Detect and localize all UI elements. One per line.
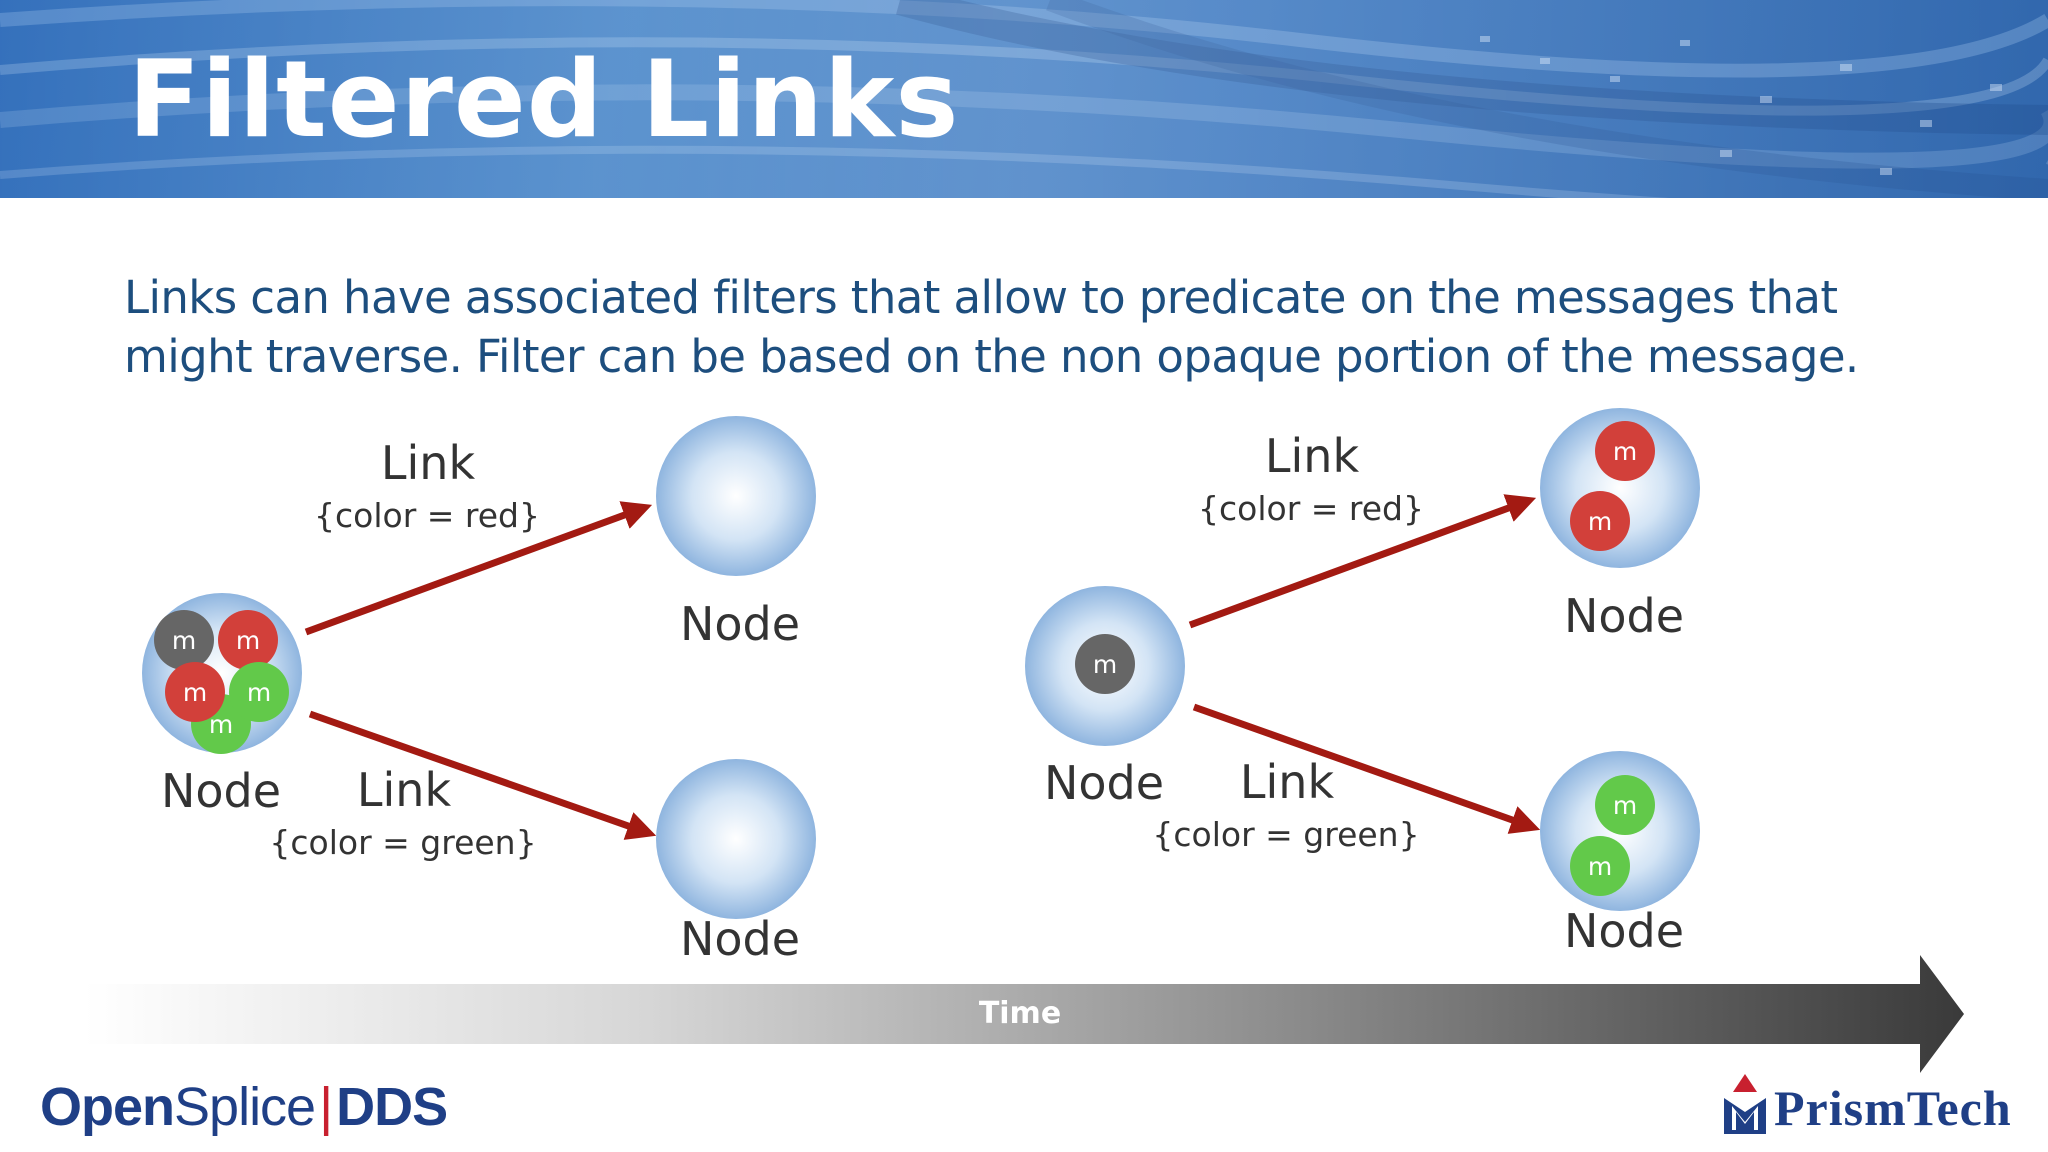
message-label: m [1613,791,1637,820]
right-bottom-target-messages: m m [1570,775,1655,896]
right-top-link-filter: {color = red} [1198,489,1424,528]
left-source-label: Node [161,764,281,818]
right-bottom-link-label: Link [1240,755,1335,809]
intro-text: Links can have associated filters that a… [124,271,1859,383]
message-red: m [1595,421,1655,481]
prismtech-emblem-icon [1724,1074,1766,1134]
left-top-link-arrow [304,501,653,636]
left-bottom-link-filter: {color = green} [269,823,536,862]
message-label: m [183,678,207,707]
left-bottom-link-arrow [308,710,657,840]
message-label: m [172,626,196,655]
message-label: m [247,678,271,707]
timeline-arrow: Time [84,955,1964,1073]
left-source-messages: m m m m m [154,610,289,754]
logo-part-splice: Splice [174,1077,316,1137]
left-diagram: m m m m m [142,416,816,966]
left-top-target-label: Node [680,597,800,651]
message-label: m [236,626,260,655]
right-source-label: Node [1044,756,1164,810]
right-top-link-arrow [1188,494,1537,629]
banner-tunnel-graphic [0,0,2048,198]
left-top-target-node [656,416,816,576]
message-green: m [229,662,289,722]
logo-part-dds: DDS [336,1077,448,1137]
left-bottom-target-node [656,759,816,919]
message-red: m [218,610,278,670]
right-bottom-link-filter: {color = green} [1152,815,1419,854]
message-green: m [1595,775,1655,835]
message-gray: m [1075,634,1135,694]
message-label: m [1093,650,1117,679]
message-label: m [1613,437,1637,466]
message-label: m [1588,507,1612,536]
message-gray: m [154,610,214,670]
message-red: m [165,662,225,722]
logo-separator: | [319,1077,333,1137]
message-label: m [1588,852,1612,881]
left-top-link-label: Link [381,436,476,490]
right-diagram: m m m m m [1025,408,1700,958]
logo-part-open: Open [40,1077,175,1137]
right-top-target-messages: m m [1570,421,1655,551]
slide-title: Filtered Links [128,38,960,161]
left-bottom-link-label: Link [357,763,452,817]
right-top-link-label: Link [1265,429,1360,483]
prismtech-wordmark: PrismTech [1774,1080,2012,1136]
title-banner: Filtered Links [0,0,2048,198]
prismtech-logo: PrismTech [1722,1070,2040,1140]
timeline-label: Time [979,996,1061,1031]
opensplice-dds-logo: OpenSplice|DDS [40,1072,448,1142]
left-bottom-target-label: Node [680,912,800,966]
right-top-target-label: Node [1564,589,1684,643]
left-top-link-filter: {color = red} [314,496,540,535]
right-bottom-target-label: Node [1564,904,1684,958]
message-red: m [1570,491,1630,551]
right-bottom-link-arrow [1192,703,1541,834]
message-green: m [1570,836,1630,896]
